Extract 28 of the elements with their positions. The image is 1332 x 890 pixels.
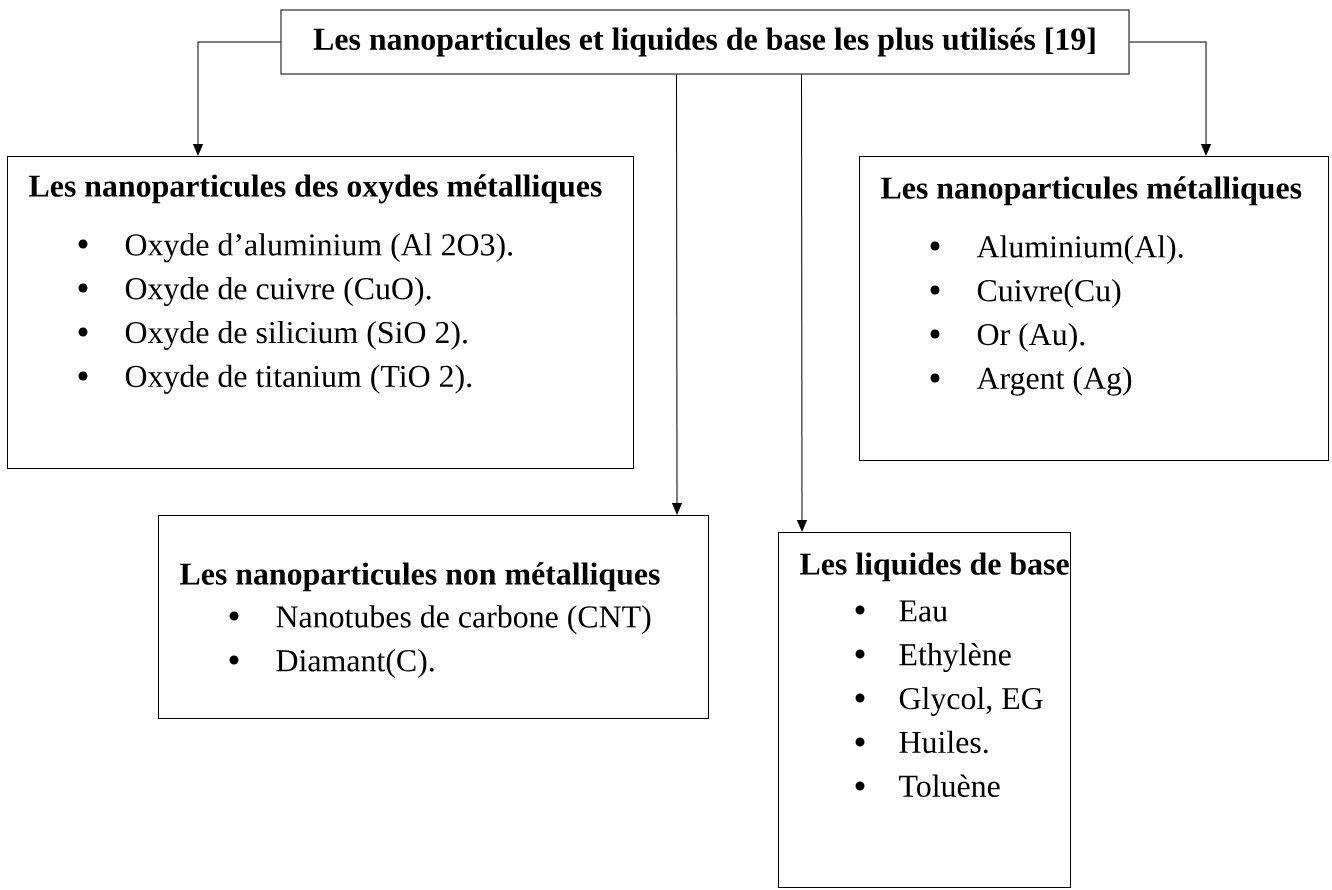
bullet-item: Glycol, EG bbox=[899, 686, 1043, 716]
category-box bbox=[778, 532, 1071, 888]
arrow bbox=[1129, 41, 1211, 156]
bullet-item: Diamant(C). bbox=[276, 649, 434, 678]
bullet-item: Oxyde d’aluminium (Al 2O3). bbox=[125, 233, 512, 263]
bullet-item: Toluène bbox=[899, 774, 1000, 797]
bullet-item: Ethylène bbox=[899, 643, 1011, 673]
bullet-item: Or (Au). bbox=[977, 322, 1085, 352]
box-heading: Les nanoparticules des oxydes métalliques bbox=[29, 174, 602, 204]
box-heading: Les nanoparticules métalliques bbox=[881, 176, 1302, 206]
bullet-item: Oxyde de titanium (TiO 2). bbox=[125, 364, 471, 394]
bullet-item: Huiles. bbox=[899, 730, 988, 754]
bullet-item: Cuivre(Cu) bbox=[977, 279, 1121, 308]
bullet-item: Oxyde de cuivre (CuO). bbox=[125, 277, 431, 307]
bullet-item: Argent (Ag) bbox=[976, 366, 1132, 396]
arrow bbox=[672, 74, 682, 515]
bullet-item: Eau bbox=[899, 600, 948, 622]
box-heading: Les nanoparticules non métalliques bbox=[180, 562, 660, 592]
bullet-item: Nanotubes de carbone (CNT) bbox=[276, 605, 651, 635]
arrow bbox=[193, 41, 281, 156]
bullet-item: Oxyde de silicium (SiO 2). bbox=[125, 320, 467, 350]
bullet-item: Aluminium(Al). bbox=[976, 235, 1183, 265]
category-box bbox=[158, 515, 709, 719]
category-box bbox=[7, 156, 634, 469]
box-heading: Les liquides de base bbox=[800, 552, 1069, 582]
title-box: Les nanoparticules et liquides de base les plus utilisés [19] bbox=[280, 9, 1130, 75]
category-box bbox=[859, 156, 1330, 461]
arrow bbox=[797, 74, 807, 532]
